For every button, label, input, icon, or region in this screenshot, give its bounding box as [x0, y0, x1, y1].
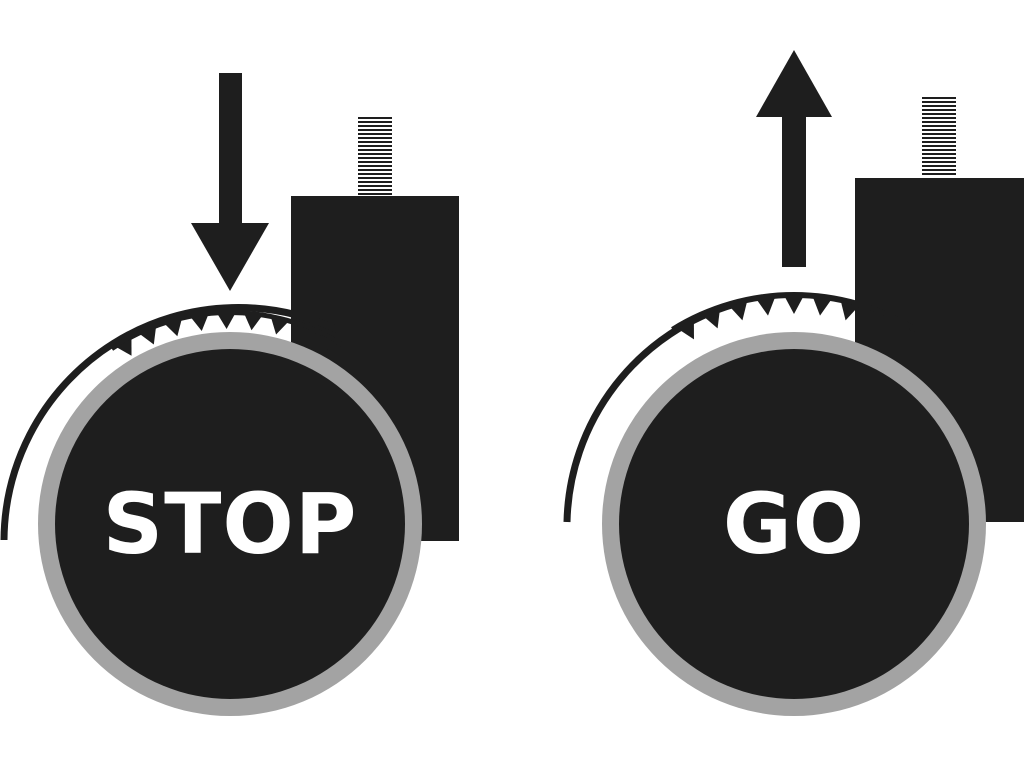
- stop-threaded-stem: [358, 117, 392, 196]
- go-label: GO: [723, 475, 865, 573]
- stop-hub: [55, 349, 405, 699]
- stop-panel: STOP: [0, 73, 459, 716]
- go-hub: [619, 349, 969, 699]
- go-brake-shoe: [671, 291, 917, 340]
- stop-wheel: STOP: [38, 332, 422, 716]
- go-wheel: GO: [602, 332, 986, 716]
- stop-brake-shoe: [110, 310, 344, 356]
- arrow-up-icon: [756, 50, 832, 267]
- go-threaded-stem: [922, 97, 956, 178]
- stop-label: STOP: [103, 475, 358, 573]
- go-panel: GO: [563, 50, 1024, 716]
- arrow-down-icon: [191, 73, 269, 291]
- stop-fender-arc: [0, 304, 340, 541]
